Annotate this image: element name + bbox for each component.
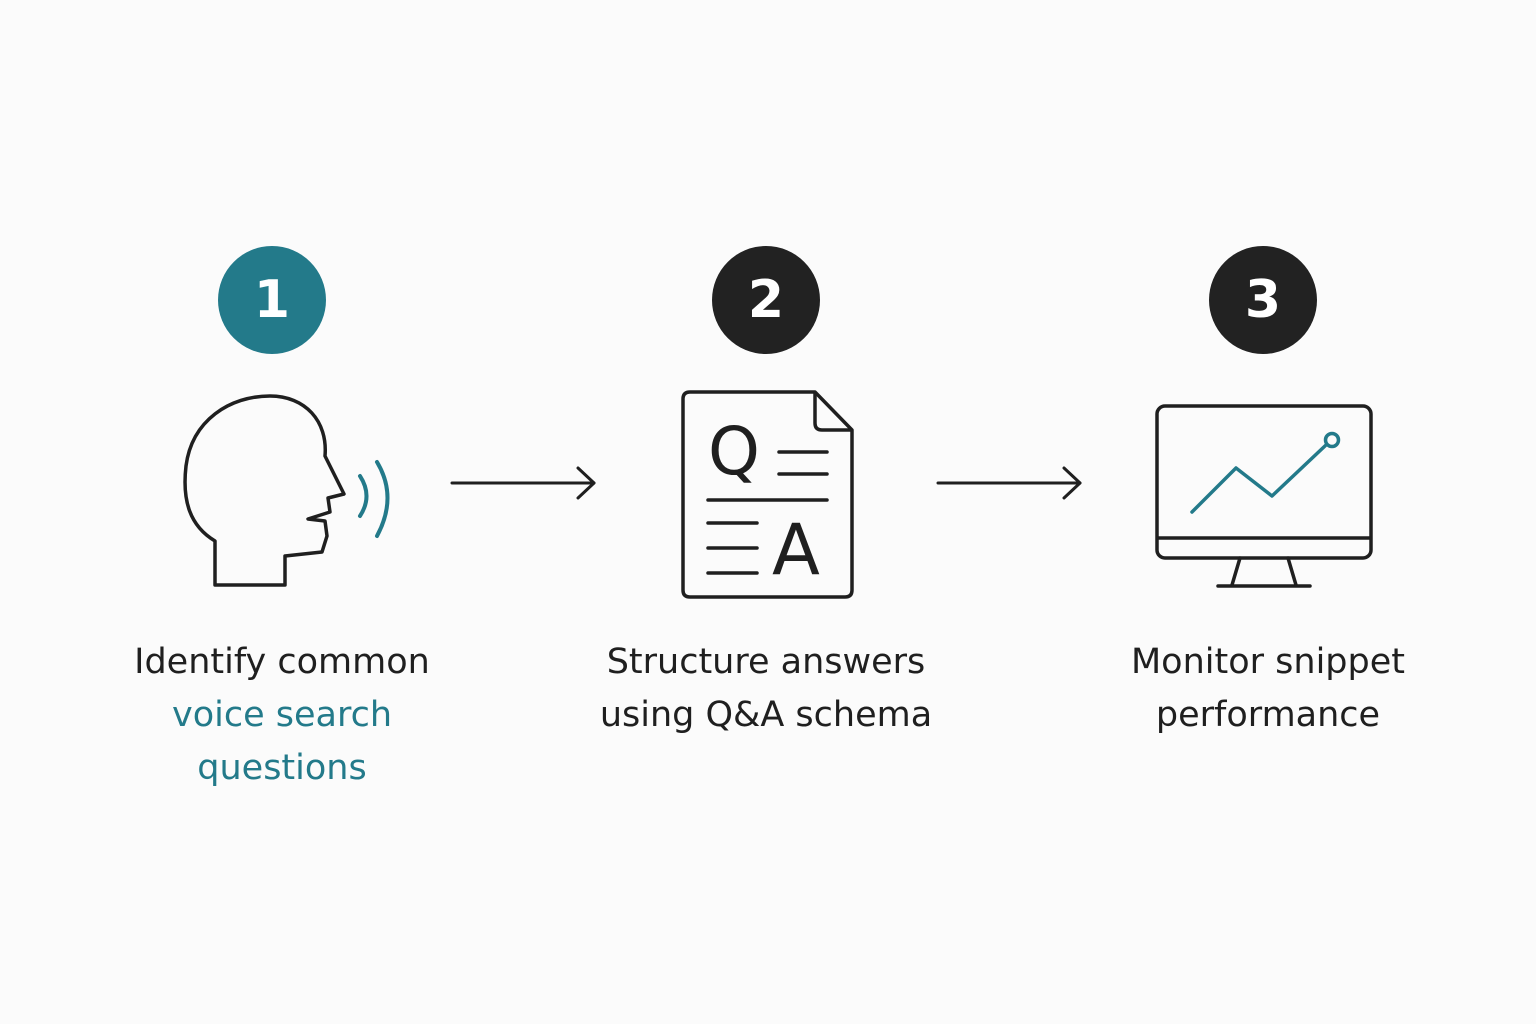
speaking-head-icon — [183, 394, 390, 587]
q-letter: Q — [708, 413, 760, 490]
arrow-right-icon — [450, 466, 596, 500]
step-1-label-line-2: voice search — [171, 695, 392, 735]
step-1-badge: 1 — [218, 246, 326, 354]
step-1-number: 1 — [253, 270, 291, 330]
step-3-label: Monitor snippet performance — [1058, 636, 1478, 742]
step-3-label-line-2: performance — [1155, 695, 1381, 735]
step-2-badge: 2 — [712, 246, 820, 354]
step-3-badge: 3 — [1209, 246, 1317, 354]
step-2-label: Structure answers using Q&A schema — [556, 636, 976, 742]
step-3-number: 3 — [1244, 270, 1282, 330]
a-letter: A — [772, 509, 820, 591]
step-2-label-line-2: using Q&A schema — [599, 695, 933, 735]
qa-document-icon: Q A — [681, 390, 854, 599]
step-1-label-line-3: questions — [197, 748, 367, 788]
step-3-label-line-1: Monitor snippet — [1130, 642, 1405, 682]
monitor-chart-icon — [1155, 404, 1373, 588]
step-1-label-line-1: Identify common — [134, 642, 430, 682]
arrow-right-icon — [936, 466, 1082, 500]
step-2-label-line-1: Structure answers — [606, 642, 926, 682]
step-1-label: Identify common voice search questions — [72, 636, 492, 795]
step-2-number: 2 — [747, 270, 785, 330]
